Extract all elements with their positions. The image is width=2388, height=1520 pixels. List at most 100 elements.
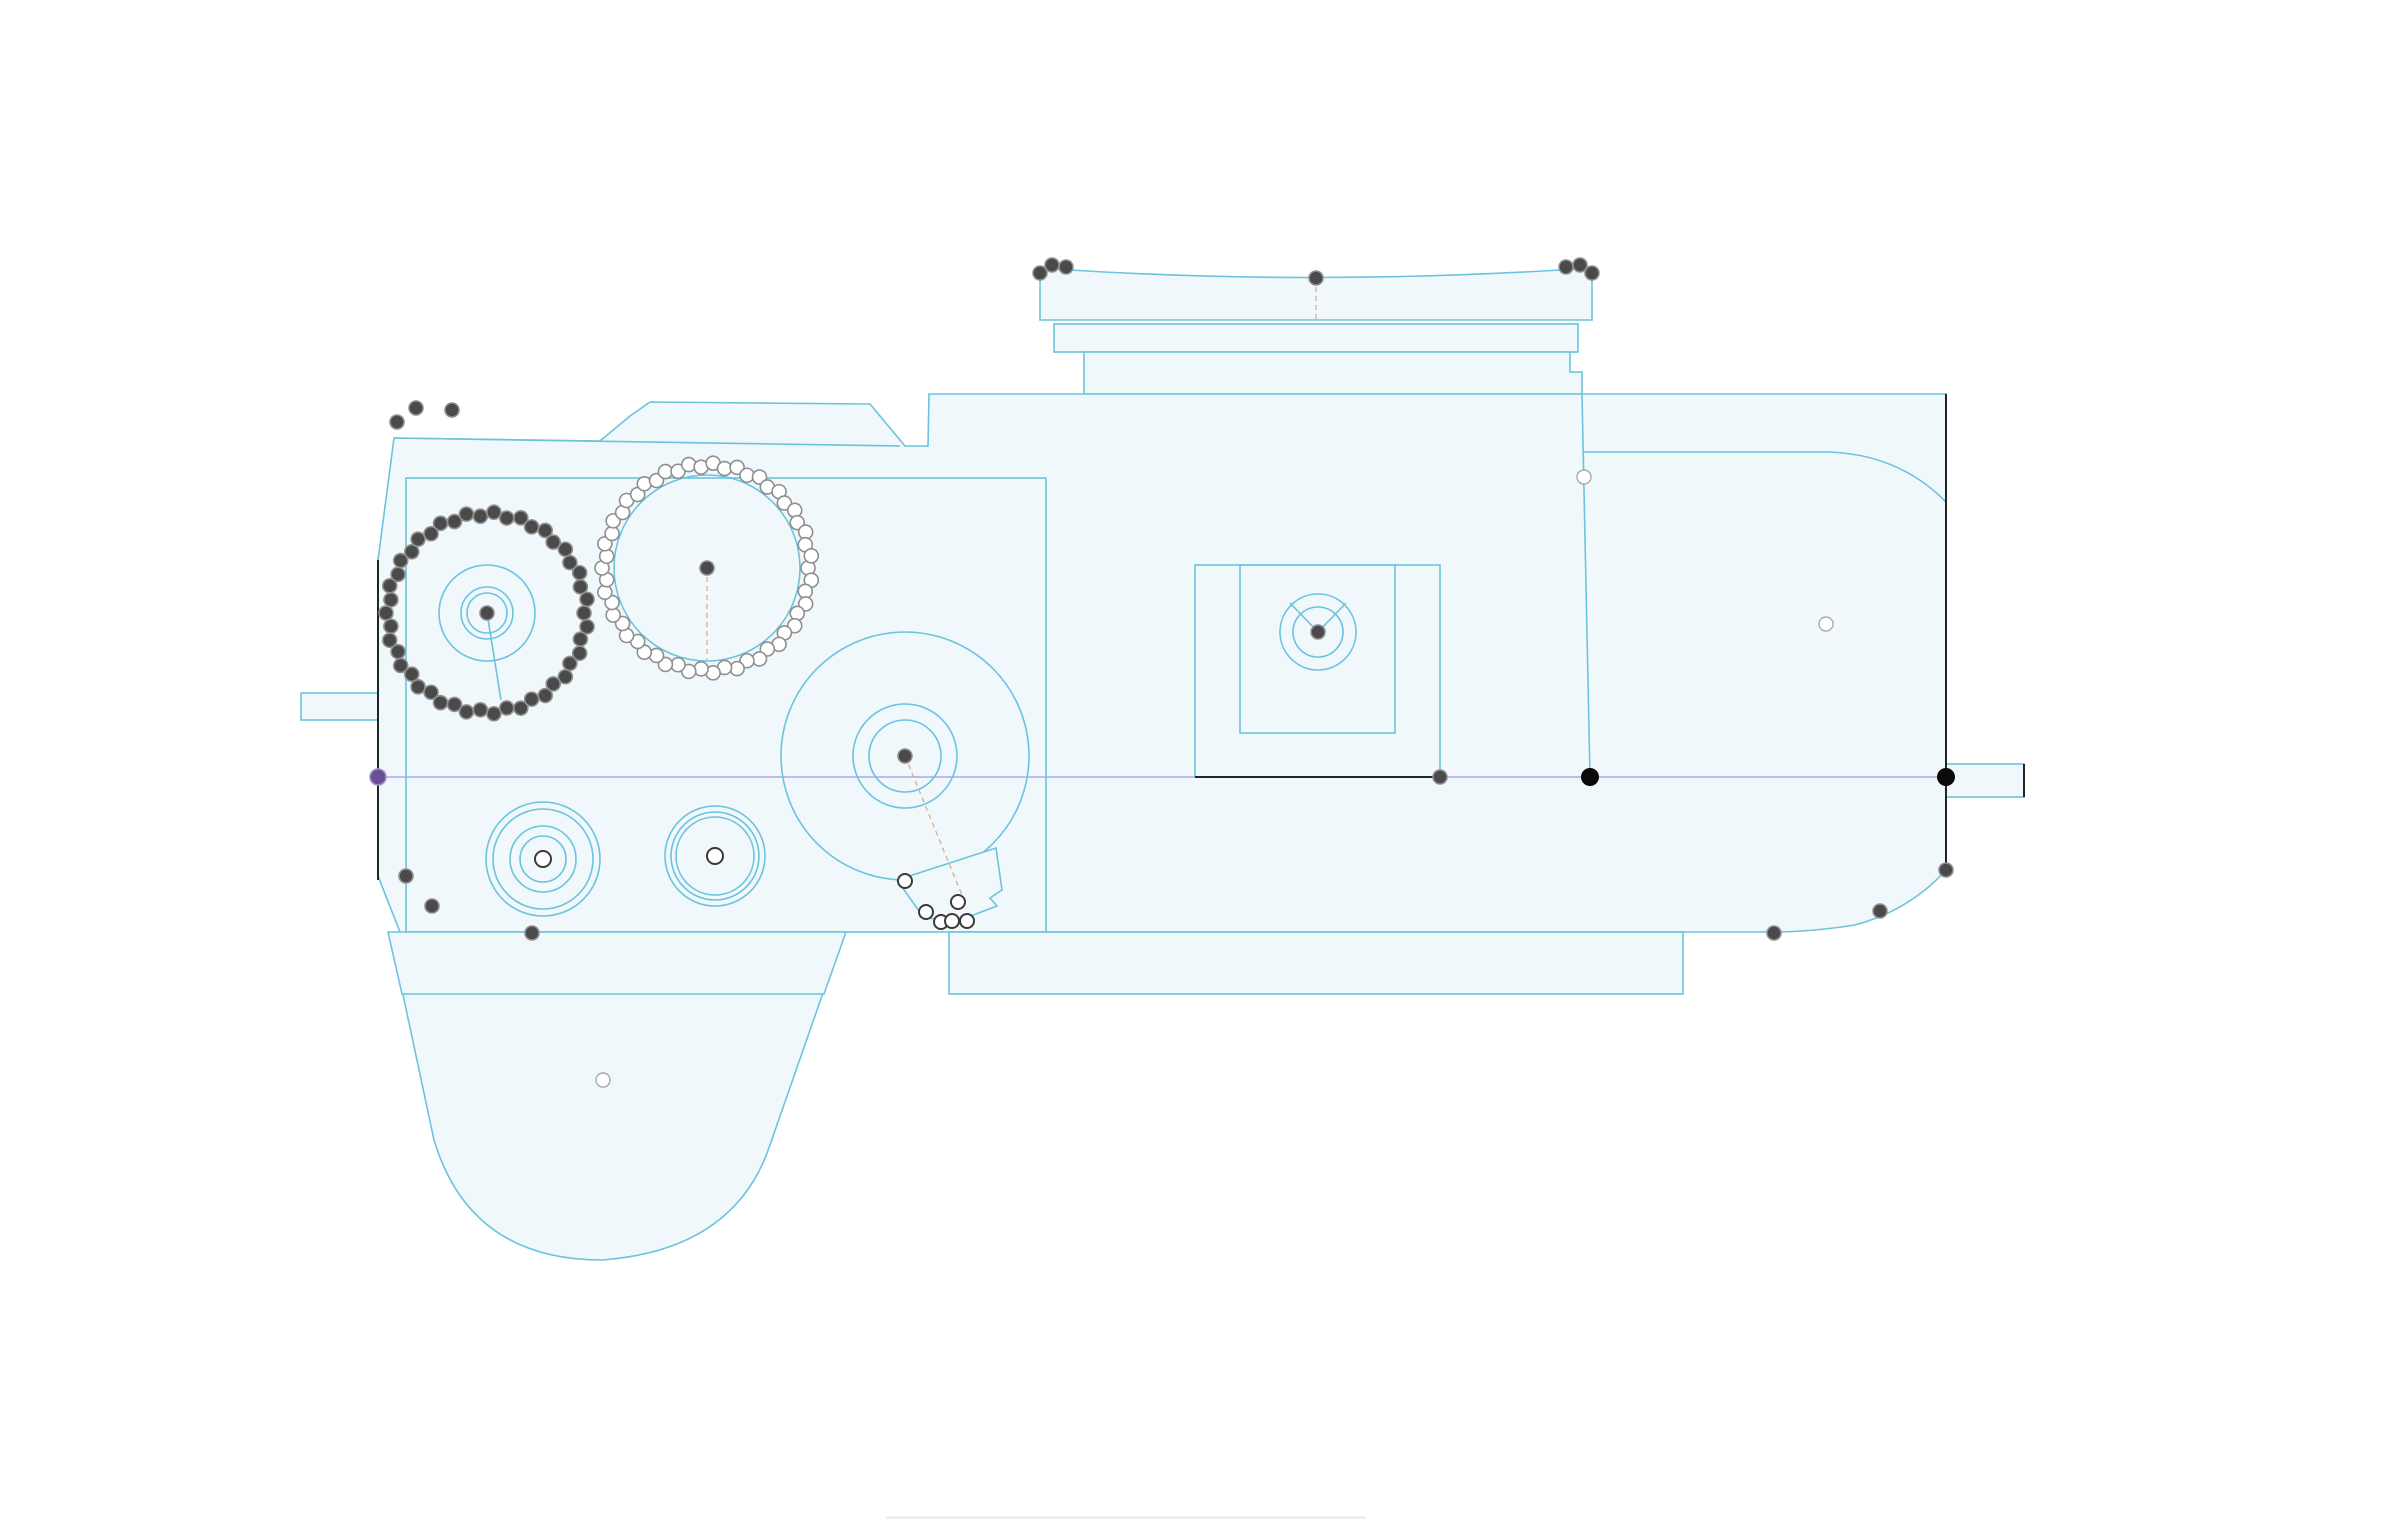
control-handle[interactable] [389,414,405,430]
gear-tooth-handle[interactable] [513,510,529,526]
control-handle[interactable] [1058,259,1074,275]
shutter-dial-group[interactable] [780,631,1030,921]
control-handle[interactable] [1044,257,1060,273]
gear-tooth-handle[interactable] [693,661,709,677]
gear-tooth-handle[interactable] [739,467,755,484]
gear-tooth-handle[interactable] [803,548,820,564]
gear-tooth-handle[interactable] [545,534,562,550]
bottom-plate[interactable] [948,931,1684,995]
gear-tooth-handle[interactable] [562,554,578,571]
gear-tooth-handle[interactable] [423,684,439,701]
control-handle[interactable] [424,898,440,914]
gear-tooth-handle[interactable] [403,543,420,560]
gear-tooth-handle[interactable] [472,701,489,718]
hotshoe-inner[interactable] [1239,564,1396,734]
gear-ring-light-icon[interactable] [594,455,820,681]
gear-tooth-handle[interactable] [576,605,592,621]
gear-tooth-handle[interactable] [486,504,502,521]
grip-top-strip[interactable] [386,931,848,995]
control-handle[interactable] [1310,624,1326,640]
control-handle[interactable] [1558,259,1574,275]
gear-tooth-handle[interactable] [423,525,439,542]
dial-center-handle[interactable] [706,847,724,865]
control-handle[interactable] [897,748,913,764]
gear-tooth-handle[interactable] [537,522,554,539]
gear-tooth-handle[interactable] [410,531,426,547]
rotation-handle[interactable] [950,894,966,910]
gear-tooth-handle[interactable] [432,515,449,532]
control-handle[interactable] [1872,903,1888,919]
gear-tooth-handle[interactable] [381,632,398,649]
control-handle[interactable] [1308,270,1324,286]
control-handle[interactable] [1766,925,1782,941]
endpoint-handle[interactable] [1937,768,1955,786]
gear-tooth-handle[interactable] [458,704,475,720]
control-handle[interactable] [408,400,424,416]
gear-tooth-handle[interactable] [557,541,574,558]
gear-tooth-handle[interactable] [472,508,489,525]
control-handle[interactable] [1938,862,1954,878]
gear-tooth-handle[interactable] [751,651,768,667]
gear-tooth-handle[interactable] [383,591,399,608]
control-handles[interactable] [369,257,1955,1088]
gear-tooth-handle[interactable] [597,584,613,601]
gear-tooth-handle[interactable] [557,668,574,685]
gear-tooth-handle[interactable] [390,643,406,660]
gear-tooth-handle[interactable] [776,495,793,511]
anchor-handle[interactable] [595,1072,611,1088]
gear-tooth-handle[interactable] [789,605,806,622]
dial-left-group[interactable] [438,564,536,701]
gear-tooth-handle[interactable] [446,696,463,713]
control-handle[interactable] [1432,769,1448,785]
origin-handle[interactable] [369,768,387,786]
anchor-handle[interactable] [1576,469,1592,485]
gear-tooth-handle[interactable] [523,691,540,707]
dial-top-group[interactable] [613,474,801,662]
gear-tooth-handle[interactable] [562,655,578,672]
anchor-handle[interactable] [1818,616,1834,632]
hand-grip[interactable] [401,989,826,1261]
horizontal-scrollbar[interactable] [886,1516,1366,1519]
dial-bottom-mid-group[interactable] [664,805,766,907]
gear-center-handle[interactable] [699,560,715,576]
rotation-handle[interactable] [944,913,960,929]
control-handle[interactable] [444,402,460,418]
gear-tooth-handle[interactable] [392,657,409,674]
gear-tooth-handle[interactable] [410,679,426,695]
control-handle[interactable] [398,868,414,884]
gear-tooth-handle[interactable] [571,564,588,581]
gear-tooth-handle[interactable] [486,705,502,722]
endpoint-handle[interactable] [1581,768,1599,786]
gear-tooth-handle[interactable] [786,502,803,519]
left-strap-lug[interactable] [300,692,379,721]
gear-tooth-handle[interactable] [523,519,540,535]
gear-tooth-handle[interactable] [381,577,398,594]
control-handle[interactable] [1572,257,1588,273]
gear-tooth-handle[interactable] [403,666,420,683]
gear-tooth-handle[interactable] [598,548,615,565]
dial-center-handle[interactable] [534,850,552,868]
gear-tooth-handle[interactable] [572,579,589,595]
gear-tooth-handle[interactable] [786,617,803,634]
rotation-handle[interactable] [897,873,913,889]
gear-tooth-handle[interactable] [390,566,406,583]
gear-center-handle[interactable] [479,605,495,621]
control-handle[interactable] [524,925,540,941]
right-strap-lug[interactable] [1945,763,2025,798]
gear-tooth-handle[interactable] [579,591,595,608]
gear-tooth-handle[interactable] [458,506,475,522]
gear-tooth-handle[interactable] [498,510,515,526]
gear-tooth-handle[interactable] [446,513,463,530]
rotation-handle[interactable] [959,913,975,929]
gear-tooth-handle[interactable] [680,456,697,473]
gear-tooth-handle[interactable] [537,687,554,704]
gear-tooth-handle[interactable] [498,700,515,716]
gear-tooth-handle[interactable] [383,618,399,635]
gear-ring-dark-icon[interactable] [378,504,595,722]
gear-tooth-handle[interactable] [572,631,589,647]
viewfinder-base-lower[interactable] [1083,351,1583,395]
gear-tooth-handle[interactable] [571,645,588,662]
gear-tooth-handle[interactable] [579,618,595,635]
gear-tooth-handle[interactable] [545,676,562,692]
